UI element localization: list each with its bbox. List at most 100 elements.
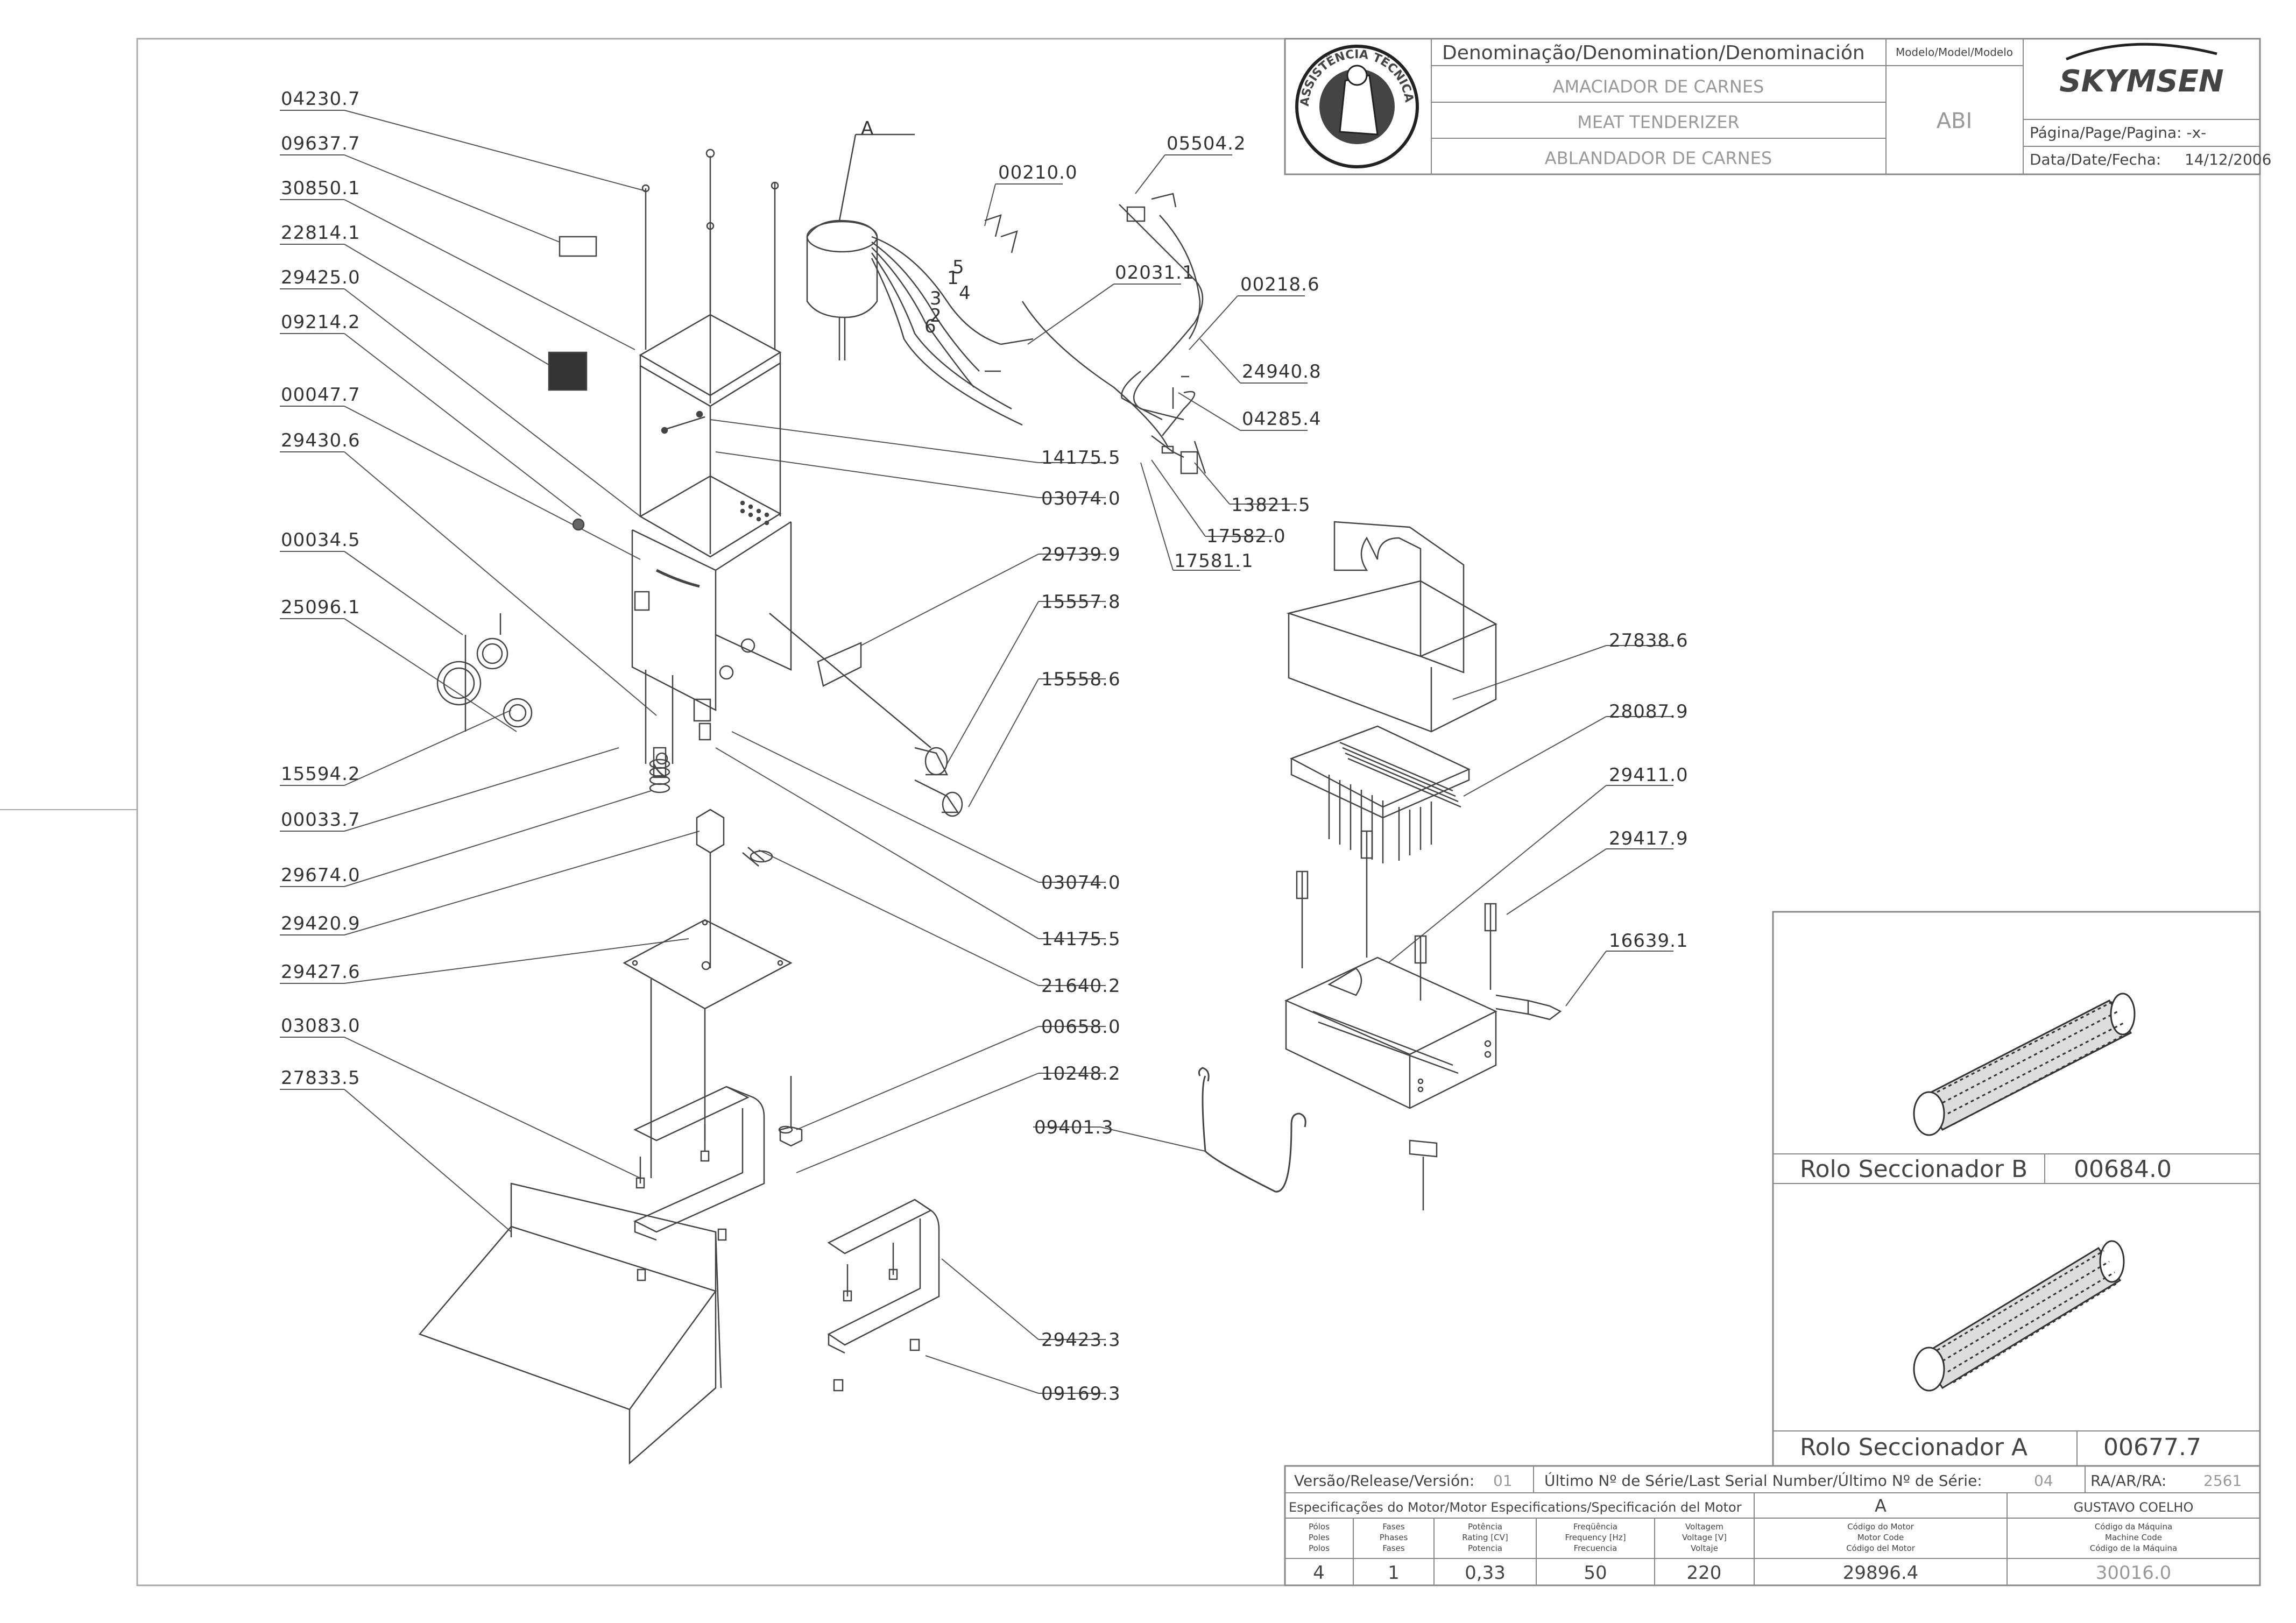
callout-09169-3: 09169.3 (1041, 1383, 1121, 1405)
callout-15558-6: 15558.6 (1041, 669, 1121, 690)
wire-number-5: 5 (952, 257, 965, 278)
callout-21640-2: 21640.2 (1041, 975, 1121, 997)
callout-09214-2: 09214.2 (281, 311, 361, 333)
motor-letter-footer: A (1875, 1496, 1887, 1516)
seal-text: ASSISTÊNCIA TÉCNICA AUTORIZADA (0, 0, 1416, 107)
name-english: MEAT TENDERIZER (1577, 112, 1740, 132)
callout-15594-2: 15594.2 (281, 763, 361, 785)
callout-24940-8: 24940.8 (1242, 361, 1322, 382)
spring (649, 759, 670, 793)
wire-number-3: 3 (930, 288, 942, 309)
header-power: Potência Rating [CV] Potencia (1462, 1522, 1508, 1553)
callout-04285-4: 04285.4 (1242, 408, 1322, 430)
callout-25096-1: 25096.1 (281, 597, 361, 618)
callout-04230-7: 04230.7 (281, 88, 361, 110)
callout-17582-0: 17582.0 (1206, 526, 1286, 547)
roller-b-name: Rolo Seccionador B (1800, 1156, 2027, 1183)
roller-b-illustration (1913, 993, 2136, 1136)
callout-17581-1: 17581.1 (1174, 550, 1254, 572)
control-knobs (769, 613, 963, 817)
header-frequency: Freqüência Frequency [Hz] Frecuencia (1565, 1522, 1626, 1553)
model-value: ABI (1937, 109, 1973, 133)
footer-specification-table: Versão/Release/Versión: 01 Último Nº de … (1284, 1465, 2261, 1586)
callout-00033-7: 00033.7 (281, 809, 361, 831)
header-poles: Pólos Poles Polos (1309, 1522, 1330, 1553)
roller-b-code: 00684.0 (2074, 1156, 2172, 1183)
wire-number-6: 6 (924, 316, 937, 337)
callout-09401-3: 09401.3 (1034, 1117, 1114, 1138)
roller-a-illustration (1913, 1240, 2125, 1392)
value-motor-code: 29896.4 (1843, 1562, 1919, 1584)
hook (1202, 1075, 1306, 1193)
page-label: Página/Page/Pagina: -x- (2030, 124, 2206, 141)
callout-00658-0: 00658.0 (1041, 1016, 1121, 1038)
callout-03074-0-bottom: 03074.0 (1041, 872, 1121, 894)
callout-16639-1: 16639.1 (1609, 930, 1689, 952)
label-plate (559, 236, 597, 257)
power-cable-assembly (1121, 193, 1201, 474)
ra-label: RA/AR/RA: (2090, 1472, 2166, 1490)
callout-00210-0: 00210.0 (998, 162, 1078, 183)
switch (1180, 451, 1198, 474)
callout-03074-0-top: 03074.0 (1041, 488, 1121, 509)
model-header: Modelo/Model/Modelo (1896, 46, 2013, 59)
date-value: 14/12/2006 (2185, 151, 2271, 168)
callout-00047-7: 00047.7 (281, 384, 361, 406)
callout-leaders-left (280, 110, 700, 1232)
wire-number-labels: 5 1 4 3 2 6 (924, 257, 971, 337)
callout-29430-6: 29430.6 (281, 430, 361, 451)
callout-29427-6: 29427.6 (281, 961, 361, 983)
roller-panels: Rolo Seccionador B 00684.0 Rolo Secciona… (1772, 911, 2261, 1467)
callout-14175-5-bottom: 14175.5 (1041, 929, 1121, 950)
callout-28087-9: 28087.9 (1609, 701, 1689, 722)
skymsen-logo: SKYMSEN (2059, 42, 2224, 99)
callout-29674-0: 29674.0 (281, 864, 361, 886)
value-power: 0,33 (1465, 1562, 1506, 1584)
version-label: Versão/Release/Versión: (1294, 1472, 1474, 1490)
callout-27838-6: 27838.6 (1609, 630, 1689, 651)
value-poles: 4 (1313, 1562, 1325, 1584)
svg-text:ASSISTÊNCIA TÉCNICA AUTORIZADA: ASSISTÊNCIA TÉCNICA AUTORIZADA (0, 0, 1416, 107)
callout-02031-1: 02031.1 (1115, 262, 1195, 284)
ra-value: 2561 (2203, 1472, 2242, 1490)
callout-00218-6: 00218.6 (1240, 274, 1320, 295)
callout-10248-2: 10248.2 (1041, 1063, 1121, 1085)
value-voltage: 220 (1687, 1562, 1722, 1584)
wire-number-1: 1 (947, 267, 959, 289)
roller-a-name: Rolo Seccionador A (1800, 1434, 2027, 1461)
callout-05504-2: 05504.2 (1167, 133, 1246, 154)
motor-assembly (806, 133, 1206, 474)
denomination-header: Denominação/Denomination/Denominación (1442, 42, 1865, 64)
header-phases: Fases Phases Fases (1380, 1522, 1408, 1553)
serial-value: 04 (2034, 1472, 2053, 1490)
mounting-bracket (827, 1199, 940, 1392)
callout-29420-9: 29420.9 (281, 913, 361, 934)
header-voltage: Voltagem Voltage [V] Voltaje (1682, 1522, 1727, 1553)
callout-22814-1: 22814.1 (281, 222, 361, 244)
callout-30850-1: 30850.1 (281, 178, 361, 199)
motor-spec-label: Especificações do Motor/Motor Especifica… (1289, 1500, 1742, 1515)
name-spanish: ABLANDADOR DE CARNES (1545, 148, 1772, 168)
hook-tip (1198, 1067, 1210, 1082)
callout-00034-5: 00034.5 (281, 529, 361, 551)
date-label: Data/Date/Fecha: (2030, 151, 2161, 168)
callout-13821-5: 13821.5 (1231, 494, 1311, 516)
callout-29417-9: 29417.9 (1609, 828, 1689, 849)
value-machine-code: 30016.0 (2096, 1562, 2172, 1584)
serial-label: Último Nº de Série/Last Serial Number/Úl… (1544, 1471, 1982, 1490)
wire-number-2: 2 (930, 305, 942, 327)
value-phases: 1 (1388, 1562, 1400, 1584)
version-value: 01 (1493, 1472, 1513, 1490)
callout-14175-5-top: 14175.5 (1041, 447, 1121, 469)
callout-29411-0: 29411.0 (1609, 764, 1689, 786)
roller-blades (1328, 741, 1461, 863)
footer-values: 4 1 0,33 50 220 29896.4 30016.0 (1313, 1562, 2171, 1584)
header-motor-code: Código do Motor Motor Code Código del Mo… (1846, 1522, 1915, 1553)
callout-27833-5: 27833.5 (281, 1067, 361, 1089)
housing-vent-holes (740, 500, 769, 526)
value-frequency: 50 (1584, 1562, 1607, 1584)
motor-letter: A (861, 118, 874, 139)
callout-09637-7: 09637.7 (281, 133, 361, 154)
callout-leaders-right (710, 154, 1673, 1394)
